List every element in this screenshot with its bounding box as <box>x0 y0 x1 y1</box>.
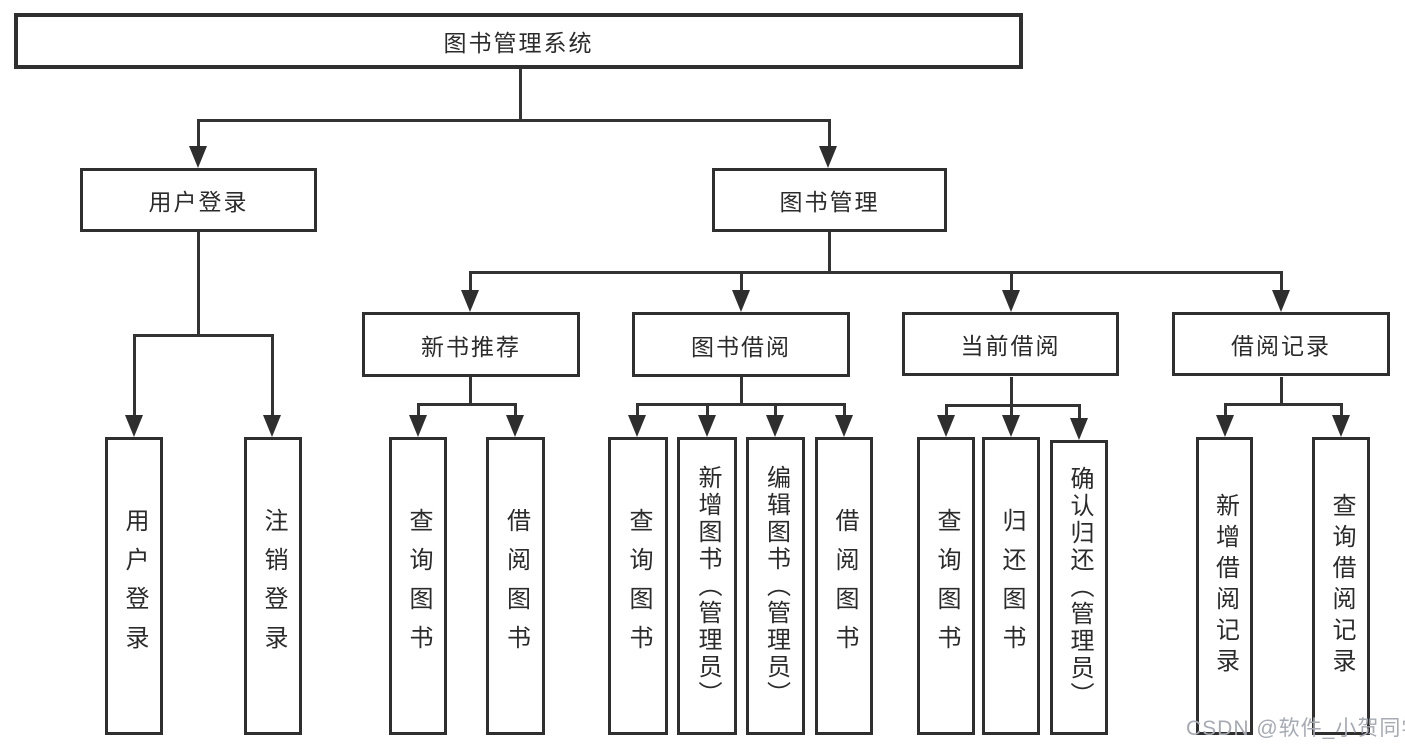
node-user-login: 用户登录 <box>80 168 317 232</box>
node-current-borrowing: 当前借阅 <box>902 312 1119 376</box>
node-label: 用户登录 <box>148 189 249 215</box>
arrowhead-down-icon <box>1332 415 1350 437</box>
node-book-management: 图书管理 <box>712 168 947 232</box>
leaf-label: 注销登录 <box>260 508 287 664</box>
arrowhead-down-icon <box>461 290 479 312</box>
arrowhead-down-icon <box>125 415 143 437</box>
node-label: 图书管理 <box>779 189 880 215</box>
connector-line <box>519 69 522 121</box>
connector-line <box>828 232 831 274</box>
leaf-label: 借阅图书 <box>831 508 858 664</box>
arrowhead-down-icon <box>1272 290 1290 312</box>
node-label: 当前借阅 <box>960 333 1061 359</box>
connector-line <box>133 334 274 337</box>
node-label: 借阅记录 <box>1231 333 1331 359</box>
csdn-watermark: CSDN @软件_小贺同学 <box>1186 717 1405 740</box>
arrowhead-down-icon <box>1002 415 1020 437</box>
leaf-borrow-books: 借阅图书 <box>815 437 873 735</box>
connector-line <box>417 403 517 406</box>
leaf-query-books-recommend: 查询图书 <box>389 437 447 735</box>
node-label: 图书管理系统 <box>443 30 594 56</box>
connector-line <box>469 271 1282 274</box>
connector-line <box>1224 403 1343 406</box>
connector-line <box>1010 271 1013 304</box>
node-new-book-recommend: 新书推荐 <box>362 312 580 377</box>
node-borrowing-records: 借阅记录 <box>1172 312 1390 376</box>
connector-line <box>636 403 846 406</box>
connector-line <box>197 119 831 122</box>
leaf-label: 新增图书（管理员） <box>694 464 721 708</box>
node-library-management-system: 图书管理系统 <box>14 13 1023 69</box>
leaf-label: 查询图书 <box>933 508 960 664</box>
arrowhead-down-icon <box>1216 415 1234 437</box>
arrowhead-down-icon <box>409 415 427 437</box>
leaf-logout: 注销登录 <box>244 437 302 735</box>
node-label: 图书借阅 <box>691 333 791 360</box>
connector-line <box>740 377 743 405</box>
connector-line <box>1078 404 1081 429</box>
arrowhead-down-icon <box>835 415 853 437</box>
connector-line <box>197 232 200 336</box>
leaf-label: 归还图书 <box>998 508 1025 664</box>
connector-line <box>740 271 743 304</box>
arrowhead-down-icon <box>937 415 955 437</box>
arrowhead-down-icon <box>1002 290 1020 312</box>
connector-line <box>945 404 1081 407</box>
leaf-confirm-return-admin: 确认归还（管理员） <box>1050 440 1108 735</box>
connector-line <box>1280 271 1283 304</box>
leaf-query-books-borrowing: 查询图书 <box>608 437 668 735</box>
arrowhead-down-icon <box>506 415 524 437</box>
leaf-label: 新增借阅记录 <box>1211 493 1239 679</box>
connector-line <box>271 334 274 427</box>
leaf-return-books: 归还图书 <box>982 437 1040 735</box>
arrowhead-down-icon <box>819 146 837 168</box>
arrowhead-down-icon <box>628 415 646 437</box>
connector-line <box>1010 377 1013 406</box>
leaf-label: 用户登录 <box>121 508 148 664</box>
arrowhead-down-icon <box>189 146 207 168</box>
leaf-add-books-admin: 新增图书（管理员） <box>677 437 737 735</box>
leaf-label: 查询借阅记录 <box>1328 493 1355 679</box>
arrowhead-down-icon <box>766 415 784 437</box>
connector-line <box>1280 377 1283 405</box>
leaf-borrow-books-recommend: 借阅图书 <box>486 437 545 735</box>
arrowhead-down-icon <box>263 415 281 437</box>
leaf-user-login: 用户登录 <box>105 437 163 735</box>
connector-line <box>828 119 831 150</box>
node-label: 新书推荐 <box>421 333 521 360</box>
leaf-label: 查询图书 <box>625 508 652 664</box>
connector-line <box>469 377 472 405</box>
leaf-label: 编辑图书（管理员） <box>762 464 790 708</box>
arrowhead-down-icon <box>698 415 716 437</box>
leaf-edit-books-admin: 编辑图书（管理员） <box>746 437 805 735</box>
connector-line <box>133 334 136 427</box>
leaf-label: 确认归还（管理员） <box>1066 466 1093 709</box>
node-book-borrowing: 图书借阅 <box>632 312 850 377</box>
leaf-label: 借阅图书 <box>502 508 530 664</box>
connector-line <box>469 271 472 304</box>
leaf-add-borrow-record: 新增借阅记录 <box>1196 437 1253 735</box>
leaf-query-books-current: 查询图书 <box>917 437 975 735</box>
leaf-query-borrow-record: 查询借阅记录 <box>1312 437 1370 735</box>
leaf-label: 查询图书 <box>405 508 432 664</box>
connector-line <box>197 119 200 150</box>
arrowhead-down-icon <box>732 290 750 312</box>
arrowhead-down-icon <box>1070 418 1088 440</box>
